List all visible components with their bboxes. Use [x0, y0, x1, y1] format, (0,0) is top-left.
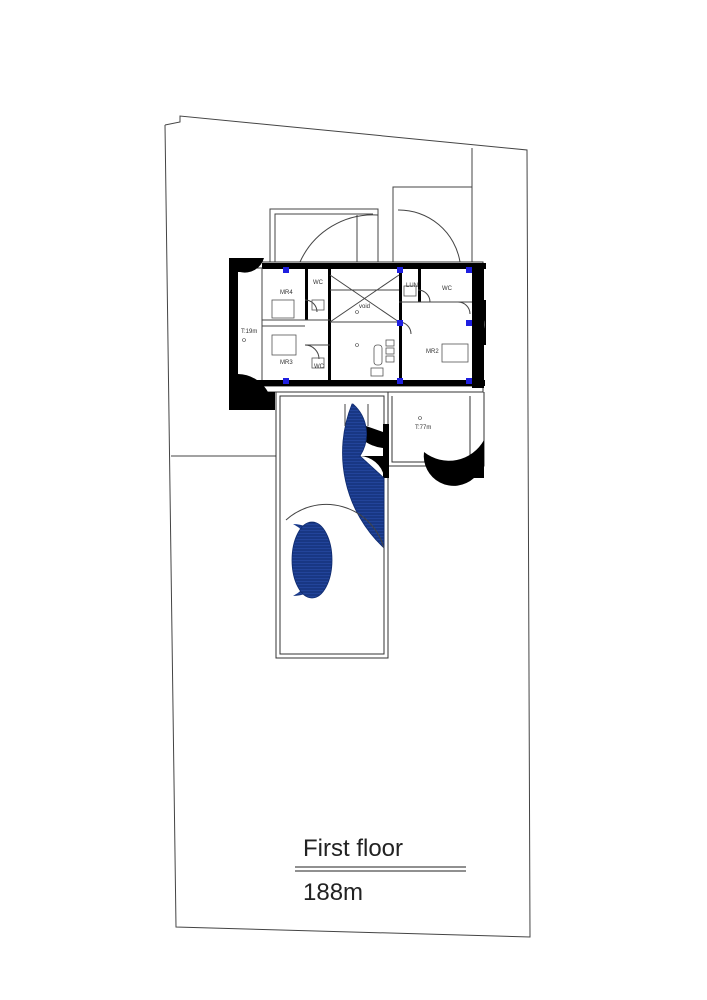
- room-label-wc-right: WC: [442, 286, 453, 292]
- site-boundary: [164, 115, 531, 938]
- room-label-mr3: MR3: [280, 360, 293, 366]
- room-label-wc-upper: WC: [313, 280, 324, 286]
- interior-partitions: [261, 268, 472, 380]
- floor-title: First floor: [303, 835, 404, 862]
- level-markers: [242, 310, 422, 420]
- columns: [283, 267, 472, 384]
- upper-projections: [269, 186, 473, 263]
- level-label-left-wing: T:19m: [241, 329, 257, 335]
- level-label-terrace: T:77m: [415, 425, 431, 431]
- floor-area: 188m: [303, 879, 364, 906]
- room-label-wc-lower: WC: [314, 364, 325, 370]
- furniture: [271, 285, 469, 377]
- water-features: [285, 403, 385, 599]
- title-underline: [295, 866, 466, 872]
- room-label-mr2: MR2: [426, 349, 439, 355]
- room-label-lun: LUN: [406, 283, 418, 289]
- walls: [229, 258, 486, 486]
- room-label-mr4: MR4: [280, 290, 293, 296]
- pool-large: [342, 403, 385, 549]
- main-floor-outline: [230, 261, 484, 393]
- room-label-void: void: [359, 304, 370, 310]
